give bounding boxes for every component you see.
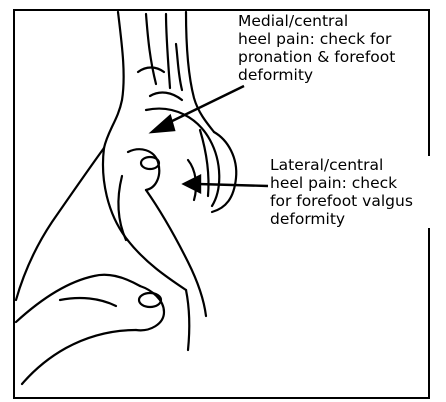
- thumbnail-lower: [139, 293, 161, 307]
- ankle-curve: [150, 93, 182, 100]
- tendon-line-1: [146, 14, 156, 84]
- ankle-crease: [138, 68, 164, 73]
- leg-outline-left: [104, 12, 124, 148]
- thumb-outline: [128, 149, 159, 190]
- medial-arrowhead: [152, 116, 174, 132]
- lateral-arrowhead: [184, 176, 200, 192]
- medial-pain-label: Medial/central heel pain: check for pron…: [238, 12, 428, 84]
- finger-curve-1: [146, 190, 206, 316]
- lateral-pain-label: Lateral/central heel pain: check for for…: [270, 156, 430, 228]
- thumbnail: [141, 157, 159, 169]
- heel-outline: [103, 148, 186, 290]
- leg-outline-right: [186, 12, 214, 132]
- lower-leg-right: [186, 290, 189, 350]
- tendon-line-3: [176, 44, 182, 90]
- hand-bottom: [22, 330, 136, 384]
- sole-line: [200, 130, 209, 196]
- wrist-line: [60, 298, 116, 306]
- tendon-line-2: [166, 14, 170, 88]
